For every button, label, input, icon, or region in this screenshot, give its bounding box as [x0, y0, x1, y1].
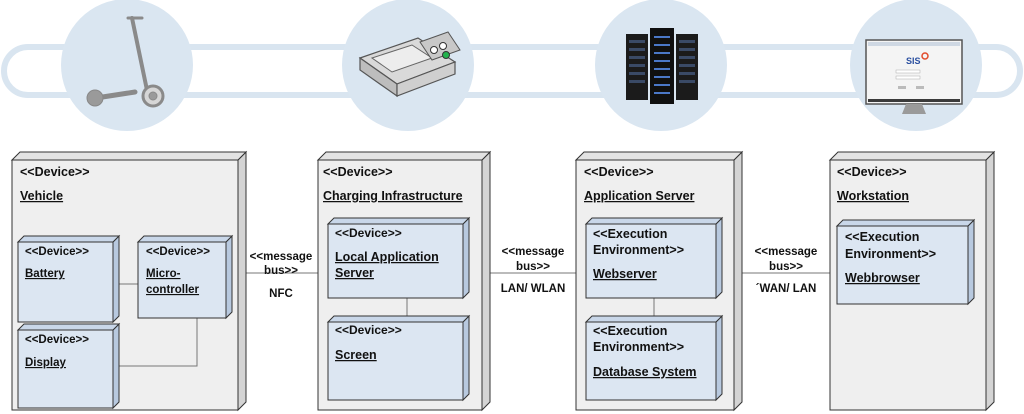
- microcontroller-device: <<Device>> Micro- controller: [136, 234, 234, 320]
- vehicle-stereotype: <<Device>>: [20, 165, 90, 179]
- database-stereotype-line1: <<Execution: [593, 324, 667, 338]
- app-server-stereotype: <<Device>>: [584, 165, 654, 179]
- link-nfc-line2: bus>>: [264, 265, 298, 277]
- screen-name: Screen: [335, 348, 377, 362]
- screen-device: <<Device>> Screen: [326, 314, 471, 402]
- webbrowser-stereotype-line2: Environment>>: [845, 247, 936, 261]
- webserver-name: Webserver: [593, 267, 657, 281]
- display-stereotype: <<Device>>: [25, 334, 89, 346]
- webserver-stereotype-line2: Environment>>: [593, 243, 684, 257]
- database-name: Database System: [593, 365, 697, 379]
- monitor-logo: SIS: [906, 56, 921, 66]
- local-application-server-device: <<Device>> Local Application Server: [326, 216, 471, 300]
- battery-stereotype: <<Device>>: [25, 246, 89, 258]
- vehicle-node: <<Device>> Vehicle <<Device>> Battery <<…: [10, 150, 248, 412]
- local-server-name-line1: Local Application: [335, 250, 439, 264]
- scooter-icon: [86, 16, 165, 108]
- charging-stereotype: <<Device>>: [323, 165, 393, 179]
- battery-device: <<Device>> Battery: [16, 234, 121, 324]
- local-server-name-line2: Server: [335, 266, 374, 280]
- screen-stereotype: <<Device>>: [335, 323, 402, 337]
- link-wan-lan-line2: bus>>: [769, 261, 803, 273]
- link-nfc-line1: <<message: [250, 251, 313, 263]
- server-rack-icon: [626, 28, 698, 104]
- link-wan-lan-protocol: ´WAN/ LAN: [756, 283, 817, 295]
- link-lan-wlan-protocol: LAN/ WLAN: [501, 283, 566, 295]
- charging-station-icon: [358, 31, 461, 98]
- webserver-stereotype-line1: <<Execution: [593, 227, 667, 241]
- connection-track: [1, 44, 1023, 98]
- workstation-stereotype: <<Device>>: [837, 165, 907, 179]
- battery-name: Battery: [25, 268, 65, 280]
- link-wan-lan-line1: <<message: [755, 246, 818, 258]
- workstation-node: <<Device>> Workstation <<Execution Envir…: [828, 150, 996, 412]
- microcontroller-name-line1: Micro-: [146, 268, 181, 280]
- display-device: <<Device>> Display: [16, 322, 121, 410]
- display-name: Display: [25, 357, 67, 369]
- charging-name: Charging Infrastructure: [323, 189, 463, 203]
- app-server-name: Application Server: [584, 189, 695, 203]
- microcontroller-name-line2: controller: [146, 284, 200, 296]
- vehicle-name: Vehicle: [20, 189, 63, 203]
- scooter-circle: [61, 0, 193, 131]
- link-lan-wlan-line1: <<message: [502, 246, 565, 258]
- webserver-environment: <<Execution Environment>> Webserver: [584, 216, 724, 300]
- database-environment: <<Execution Environment>> Database Syste…: [584, 314, 724, 402]
- webbrowser-environment: <<Execution Environment>> Webbrowser: [835, 218, 976, 306]
- webbrowser-name: Webbrowser: [845, 271, 920, 285]
- database-stereotype-line2: Environment>>: [593, 340, 684, 354]
- local-server-stereotype: <<Device>>: [335, 226, 402, 240]
- monitor-icon: SIS: [865, 39, 963, 114]
- link-lan-wlan-line2: bus>>: [516, 261, 550, 273]
- microcontroller-stereotype: <<Device>>: [146, 246, 210, 258]
- workstation-name: Workstation: [837, 189, 909, 203]
- application-server-node: <<Device>> Application Server <<Executio…: [574, 150, 744, 412]
- charging-node: <<Device>> Charging Infrastructure <<Dev…: [316, 150, 492, 412]
- webbrowser-stereotype-line1: <<Execution: [845, 230, 919, 244]
- link-nfc-protocol: NFC: [269, 288, 293, 300]
